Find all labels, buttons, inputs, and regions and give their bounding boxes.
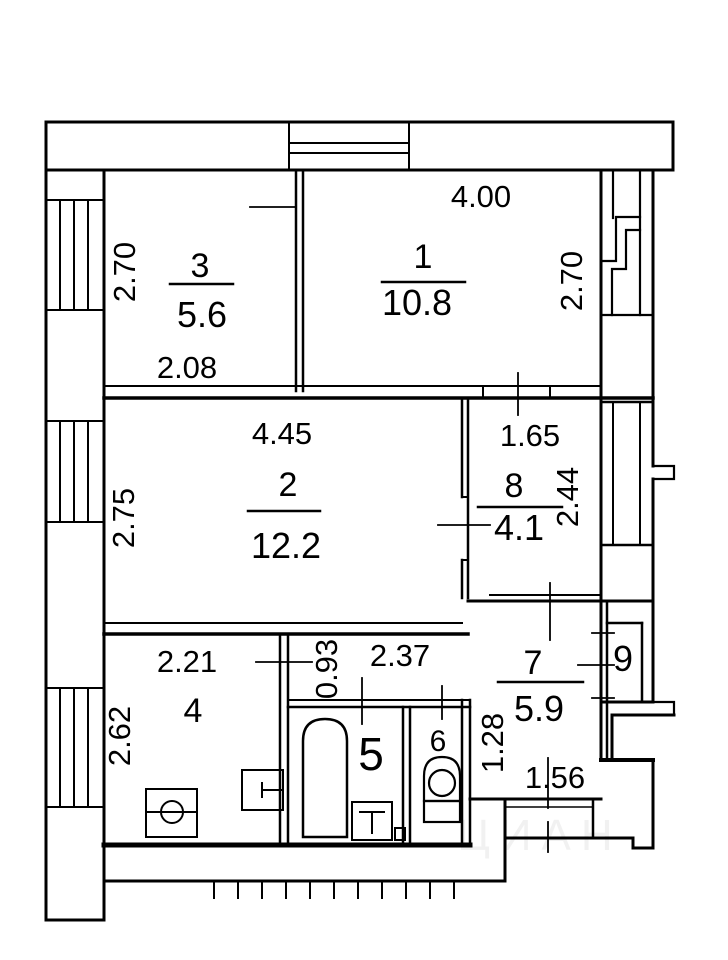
window-icon <box>45 199 105 311</box>
room-2-label: 4.45 2 12.2 2.75 <box>106 416 322 566</box>
dim-room-4-height: 2.62 <box>102 706 137 766</box>
bathtub-icon <box>301 717 349 839</box>
dim-corridor-width: 0.93 <box>309 639 344 699</box>
window-icon <box>288 121 410 171</box>
stove-icon <box>145 788 198 838</box>
room-3-area: 5.6 <box>177 294 227 335</box>
outer-walls <box>44 120 676 922</box>
watermark: ЦИАН <box>457 811 622 860</box>
dim-entry-width: 1.56 <box>525 760 585 795</box>
ventilation-shaft <box>599 168 655 317</box>
room-6-number: 6 <box>430 725 447 758</box>
dim-room-7-width: 2.37 <box>370 638 430 673</box>
room-3-number: 3 <box>191 247 210 285</box>
room-8-number: 8 <box>505 467 524 505</box>
dim-room-3-height: 2.70 <box>107 242 142 302</box>
window-icon <box>599 400 655 547</box>
room-7-label: 0.93 2.37 7 5.9 1.28 1.56 <box>309 638 585 795</box>
room-9-walls <box>599 599 655 762</box>
room-2-number: 2 <box>279 466 298 504</box>
room-7-area: 5.9 <box>514 688 564 729</box>
room-3-label: 3 5.6 2.08 2.70 <box>107 242 235 385</box>
dim-room-1-width: 4.00 <box>451 179 511 214</box>
room-8-area: 4.1 <box>494 507 544 548</box>
room-7-number: 7 <box>524 644 543 682</box>
room-4-number: 4 <box>184 692 203 730</box>
room-4-label: 2.21 4 2.62 <box>102 644 217 766</box>
sink-icon <box>241 769 284 811</box>
room-2-area: 12.2 <box>251 525 321 566</box>
dim-room-3-width: 2.08 <box>157 350 217 385</box>
toilet-icon <box>422 755 462 824</box>
room-1-area: 10.8 <box>382 282 452 323</box>
washbasin-icon <box>351 801 406 841</box>
dim-room-2-height: 2.75 <box>106 488 141 548</box>
room-1-number: 1 <box>414 238 433 276</box>
room-1-label: 4.00 1 10.8 2.70 <box>380 179 589 323</box>
dim-room-8-width: 1.65 <box>500 418 560 453</box>
dim-room-2-width: 4.45 <box>252 416 312 451</box>
window-icon <box>45 687 105 808</box>
dim-room-4-width: 2.21 <box>157 644 217 679</box>
dim-room-1-height: 2.70 <box>554 251 589 311</box>
stair-hatch <box>213 880 455 899</box>
dimension-ticks <box>249 206 615 853</box>
room-5-number: 5 <box>358 728 384 780</box>
room-9-number: 9 <box>613 638 633 679</box>
pipe-protrusion <box>651 464 676 717</box>
room-8-label: 1.65 8 4.1 2.44 <box>476 418 585 548</box>
dim-room-7-height: 1.28 <box>475 713 510 773</box>
window-icon <box>45 420 105 523</box>
dim-room-8-height: 2.44 <box>550 467 585 527</box>
